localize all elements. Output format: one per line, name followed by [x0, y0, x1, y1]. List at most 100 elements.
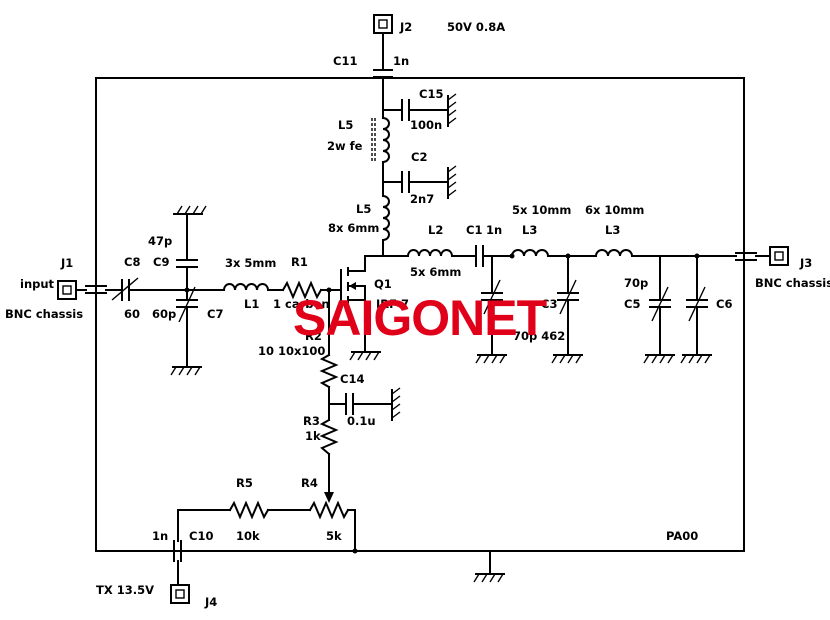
c1-value: 1n — [486, 223, 502, 237]
c11-value: 1n — [393, 54, 409, 68]
chassis-ground — [473, 573, 505, 583]
l3b-ref: L3 — [605, 223, 620, 237]
board-outline — [95, 77, 745, 552]
l5-coil-ref: L5 — [356, 202, 371, 216]
q1-value: IRF 7 — [376, 297, 409, 311]
c10-ref: C10 — [189, 529, 213, 543]
r4-value: 5k — [326, 529, 342, 543]
c2-capacitor — [401, 171, 410, 193]
l3a-inductor — [510, 249, 550, 258]
l3b-value: 6x 10mm — [585, 203, 644, 217]
junction-dot — [509, 253, 515, 259]
q1-ref: Q1 — [374, 277, 392, 291]
c3-value: 70p 462 — [513, 329, 565, 343]
junction-dot — [352, 548, 358, 554]
r3-ref: R3 — [303, 414, 320, 428]
r2-value: 10 10x100 — [258, 344, 325, 358]
c5-value: 70p — [624, 276, 648, 290]
r4-ref: R4 — [301, 476, 318, 490]
c14-ref: C14 — [340, 372, 364, 386]
l5-choke — [371, 116, 390, 164]
c7-value: 60p — [152, 307, 176, 321]
r1-ref: R1 — [291, 255, 308, 269]
j3-ref: J3 — [799, 256, 812, 270]
c8-ref: C8 — [124, 255, 140, 269]
c3-ref: C3 — [541, 297, 557, 311]
j3-connector — [769, 246, 789, 266]
j1-type: BNC chassis — [5, 307, 83, 321]
r2-resistor — [319, 353, 339, 389]
l2-inductor — [406, 249, 454, 258]
r4-potentiometer — [308, 500, 350, 520]
c11-capacitor — [373, 69, 393, 78]
c10-capacitor — [173, 540, 182, 562]
r2-ref: R2 — [305, 329, 322, 343]
l5-choke-ref: L5 — [338, 118, 353, 132]
c2-ground — [447, 165, 457, 199]
c4-ground — [475, 354, 507, 364]
r3-value: 1k — [305, 429, 321, 443]
c7-ref: C7 — [207, 307, 223, 321]
j4-ref: J4 — [204, 595, 217, 609]
r1-resistor — [281, 280, 323, 300]
l5-coil-value: 8x 6mm — [328, 221, 379, 235]
r3-resistor — [319, 418, 339, 456]
c5-ref: C5 — [624, 297, 640, 311]
c1-ref: C1 — [466, 223, 482, 237]
c9-capacitor — [176, 259, 198, 268]
q1-ground — [349, 351, 381, 361]
c2-value: 2n7 — [410, 192, 434, 206]
r5-resistor — [228, 500, 270, 520]
r5-ref: R5 — [236, 476, 253, 490]
r1-value: 1 carbon — [273, 297, 330, 311]
c14-ground — [391, 387, 401, 421]
output-coupling-cap — [735, 252, 757, 261]
j3-type: BNC chassis — [755, 276, 830, 290]
l5-coil — [381, 194, 390, 242]
r5-value: 10k — [236, 529, 260, 543]
j2-label: J2 — [399, 20, 412, 34]
c9-value: 47p — [148, 234, 172, 248]
c3-ground — [551, 354, 583, 364]
l2-value: 5x 6mm — [410, 265, 461, 279]
j4-name: TX 13.5V — [96, 583, 154, 597]
j2-supply-label: 50V 0.8A — [447, 20, 505, 34]
c15-value: 100n — [410, 118, 442, 132]
c14-capacitor — [345, 393, 354, 415]
c11-ref: C11 — [333, 54, 357, 68]
c9-ref: C9 — [153, 255, 169, 269]
l1-value: 3x 5mm — [225, 256, 276, 270]
j1-ref: J1 — [60, 256, 73, 270]
c2-ref: C2 — [411, 150, 427, 164]
c15-ground — [447, 93, 457, 127]
j1-name: input — [20, 277, 55, 291]
q1-mosfet — [340, 255, 384, 305]
l2-ref: L2 — [428, 223, 443, 237]
l5-choke-value: 2w fe — [327, 139, 363, 153]
c10-value: 1n — [152, 529, 168, 543]
c1-capacitor — [475, 245, 484, 267]
l1-ref: L1 — [244, 297, 259, 311]
c6-ground — [680, 354, 712, 364]
l3a-ref: L3 — [522, 223, 537, 237]
c9-ground — [173, 205, 207, 215]
watermark: SAIGONET — [293, 290, 547, 346]
board-name: PA00 — [666, 529, 698, 543]
junction-dot — [326, 287, 332, 293]
j1-connector — [57, 280, 77, 300]
l3a-value: 5x 10mm — [512, 203, 571, 217]
c5-ground — [643, 354, 675, 364]
l3b-inductor — [594, 249, 634, 258]
input-coupling-cap — [85, 285, 107, 294]
j4-connector — [170, 584, 190, 604]
c14-value: 0.1u — [347, 414, 376, 428]
r4-wiper-arrow — [324, 492, 334, 503]
c6-ref: C6 — [716, 297, 732, 311]
c15-capacitor — [401, 99, 410, 121]
j2-connector — [373, 14, 393, 34]
c7-ground — [170, 366, 202, 376]
l1-inductor — [222, 283, 270, 292]
c8-value: 60 — [124, 307, 140, 321]
